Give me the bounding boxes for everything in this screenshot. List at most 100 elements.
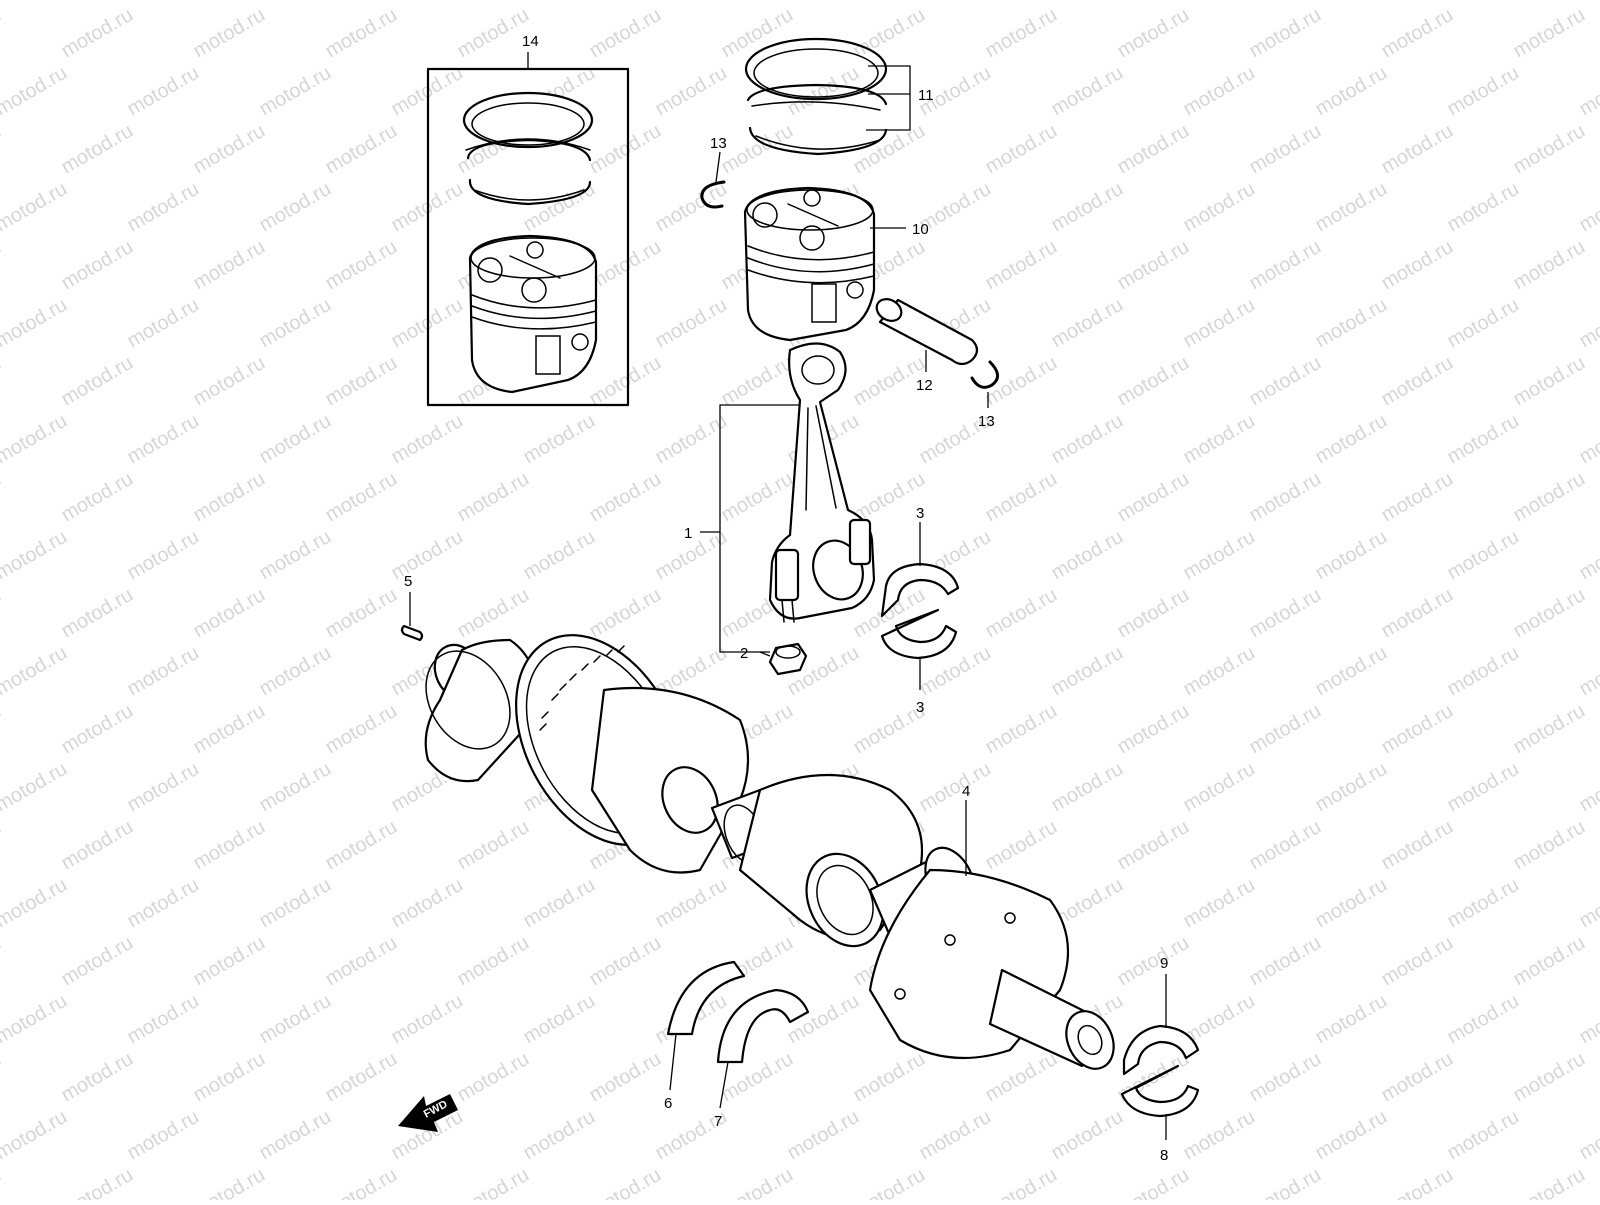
conrod-nut[interactable] (770, 644, 806, 674)
watermark-text: motod.ru (124, 990, 203, 1049)
watermark-text: motod.ru (322, 932, 401, 991)
watermark-text: motod.ru (1246, 4, 1325, 63)
watermark-text: motod.ru (1180, 526, 1259, 585)
watermark-text: motod.ru (1510, 700, 1589, 759)
callout-10: 10 (912, 221, 929, 238)
watermark-text: motod.ru (256, 758, 335, 817)
watermark-text: motod.ru (1180, 410, 1259, 469)
watermark-text: motod.ru (190, 816, 269, 875)
watermark-text: motod.ru (718, 352, 797, 411)
watermark-text: motod.ru (454, 816, 533, 875)
watermark-text: motod.ru (1510, 816, 1589, 875)
watermark-text: motod.ru (520, 178, 599, 237)
watermark-text: motod.ru (1312, 294, 1391, 353)
watermark-text: motod.ru (0, 932, 5, 991)
watermark-text: motod.ru (0, 468, 5, 527)
watermark-text: motod.ru (322, 584, 401, 643)
watermark-text: motod.ru (0, 990, 71, 1049)
watermark-text: motod.ru (190, 1048, 269, 1107)
watermark-text: motod.ru (1048, 0, 1127, 4)
watermark-text: motod.ru (0, 294, 71, 353)
watermark-text: motod.ru (1114, 932, 1193, 991)
watermark-text: motod.ru (58, 1048, 137, 1107)
watermark-text: motod.ru (520, 526, 599, 585)
watermark-text: motod.ru (190, 236, 269, 295)
watermark-text: motod.ru (322, 468, 401, 527)
watermark-text: motod.ru (1114, 352, 1193, 411)
watermark-text: motod.ru (190, 120, 269, 179)
watermark-text: motod.ru (1048, 642, 1127, 701)
watermark-text: motod.ru (1312, 1106, 1391, 1165)
watermark-text: motod.ru (1114, 120, 1193, 179)
watermark-text: motod.ru (1114, 468, 1193, 527)
callout-13-upper: 13 (710, 135, 727, 152)
watermark-text: motod.ru (124, 526, 203, 585)
piston-kit-box[interactable] (428, 69, 628, 405)
callout-4: 4 (962, 783, 970, 800)
watermark-text: motod.ru (0, 178, 71, 237)
watermark-text: motod.ru (1180, 294, 1259, 353)
watermark-text: motod.ru (0, 352, 5, 411)
watermark-text: motod.ru (0, 120, 5, 179)
watermark-text: motod.ru (1378, 1048, 1457, 1107)
circlip-lower[interactable] (972, 362, 998, 387)
watermark-text: motod.ru (0, 1164, 5, 1200)
watermark-text: motod.ru (1312, 178, 1391, 237)
watermark-text: motod.ru (1576, 758, 1600, 817)
watermark-text: motod.ru (1048, 178, 1127, 237)
callout-5: 5 (404, 573, 412, 590)
watermark-text: motod.ru (124, 642, 203, 701)
watermark-text: motod.ru (124, 874, 203, 933)
callout-7: 7 (714, 1113, 722, 1130)
watermark-text: motod.ru (1444, 990, 1523, 1049)
watermark-text: motod.ru (1114, 1164, 1193, 1200)
watermark-text: motod.ru (520, 874, 599, 933)
callout-8: 8 (1160, 1147, 1168, 1164)
watermark-text: motod.ru (586, 1048, 665, 1107)
watermark-text: motod.ru (58, 1164, 137, 1200)
watermark-text: motod.ru (454, 4, 533, 63)
watermark-text: motod.ru (0, 758, 71, 817)
watermark-text: motod.ru (388, 526, 467, 585)
watermark-text: motod.ru (652, 874, 731, 933)
watermark-text: motod.ru (1246, 1164, 1325, 1200)
dowel-pin[interactable] (402, 626, 422, 640)
watermark-text: motod.ru (454, 1164, 533, 1200)
watermark-text: motod.ru (454, 584, 533, 643)
watermark-text: motod.ru (586, 120, 665, 179)
watermark-text: motod.ru (190, 352, 269, 411)
watermark-text: motod.ru (256, 0, 335, 4)
watermark-text: motod.ru (1180, 642, 1259, 701)
watermark-text: motod.ru (1378, 120, 1457, 179)
watermark-text: motod.ru (982, 120, 1061, 179)
watermark-text: motod.ru (0, 526, 71, 585)
watermark-text: motod.ru (256, 178, 335, 237)
callout-3-lower: 3 (916, 699, 924, 716)
watermark-text: motod.ru (1378, 4, 1457, 63)
watermark-text: motod.ru (0, 874, 71, 933)
callout-13-lower: 13 (978, 413, 995, 430)
watermark-text: motod.ru (0, 410, 71, 469)
callout-3-upper: 3 (916, 505, 924, 522)
piston[interactable] (745, 188, 874, 340)
watermark-text: motod.ru (256, 410, 335, 469)
watermark-text: motod.ru (0, 1048, 5, 1107)
watermark-text: motod.ru (58, 120, 137, 179)
watermark-text: motod.ru (0, 1106, 71, 1165)
watermark-text: motod.ru (1444, 642, 1523, 701)
watermark-text: motod.ru (982, 236, 1061, 295)
watermark-text: motod.ru (586, 468, 665, 527)
watermark-text: motod.ru (454, 468, 533, 527)
watermark-text: motod.ru (1180, 874, 1259, 933)
watermark-text: motod.ru (1114, 4, 1193, 63)
watermark-text: motod.ru (388, 0, 467, 4)
watermark-text: motod.ru (0, 4, 5, 63)
watermark-text: motod.ru (256, 642, 335, 701)
watermark-text: motod.ru (1312, 990, 1391, 1049)
watermark-text: motod.ru (520, 990, 599, 1049)
watermark-text: motod.ru (1114, 236, 1193, 295)
watermark-text: motod.ru (1048, 62, 1127, 121)
watermark-text: motod.ru (190, 700, 269, 759)
watermark-text: motod.ru (1114, 700, 1193, 759)
watermark-text: motod.ru (124, 1106, 203, 1165)
